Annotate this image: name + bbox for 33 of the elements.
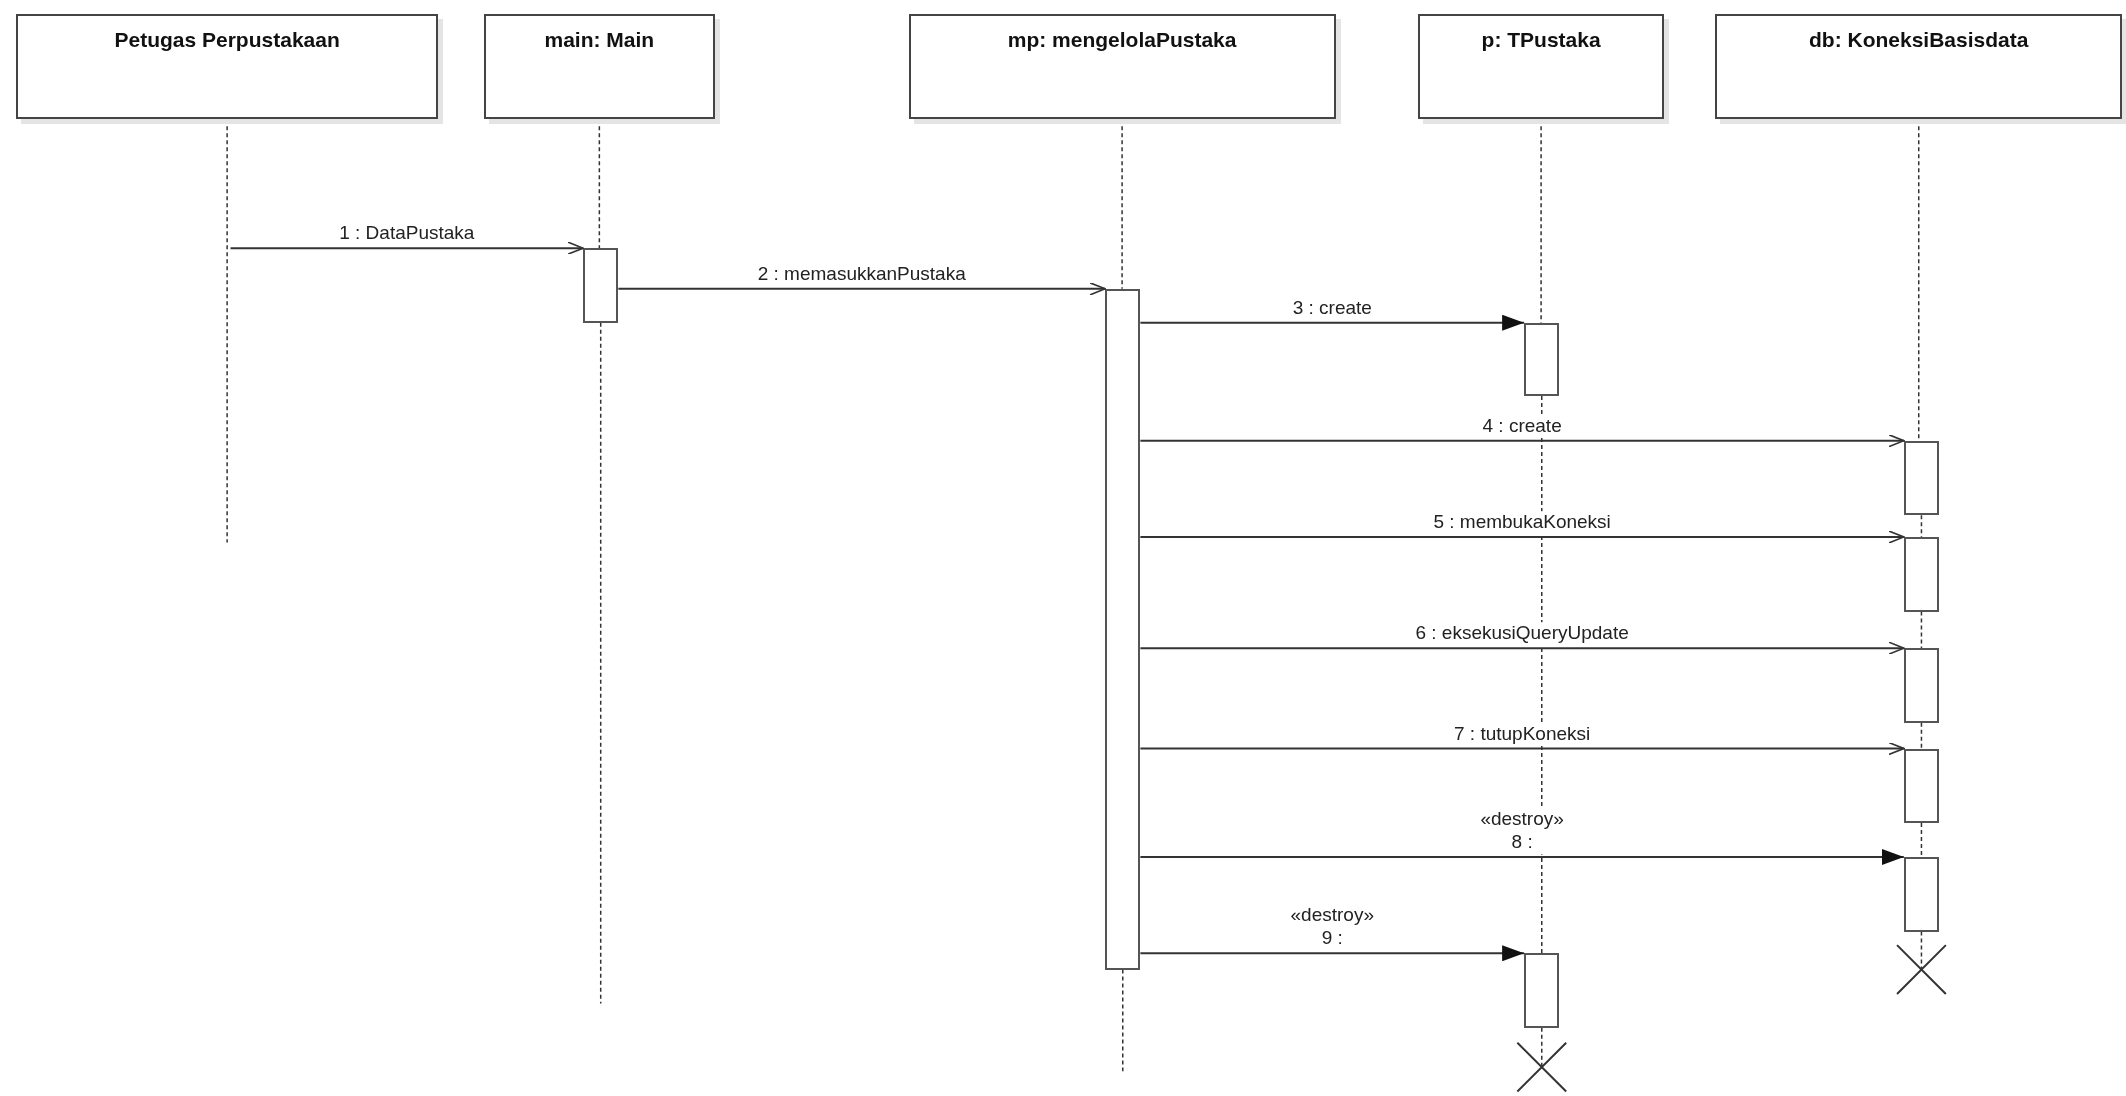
lifeline: [599, 322, 602, 1005]
lifeline: [1920, 722, 1923, 750]
message-arrow: [1139, 530, 1905, 544]
message-label: 6 : eksekusiQueryUpdate: [1413, 622, 1631, 646]
message-arrow: [1139, 314, 1526, 331]
participant-name: p: TPustaka: [1481, 27, 1601, 52]
message-arrow: [1139, 741, 1905, 756]
activation-bar: [1524, 953, 1560, 1028]
activation-bar: [1524, 322, 1560, 396]
message-label: 5 : membukaKoneksi: [1431, 511, 1613, 534]
message-arrow: [1139, 945, 1526, 962]
participant-name: Petugas Perpustakaan: [114, 27, 340, 52]
message-arrow: [1139, 433, 1905, 448]
lifeline: [1541, 1027, 1543, 1068]
message-arrow: [229, 241, 585, 255]
message-label: 4 : create: [1480, 414, 1564, 438]
activation-bar: [1903, 857, 1940, 932]
activation-bar: [1105, 288, 1141, 970]
lifeline: [1122, 968, 1124, 1072]
lifeline: [1920, 930, 1923, 971]
lifeline: [1920, 610, 1923, 649]
activation-bar: [583, 248, 619, 323]
lifeline: [1920, 822, 1923, 858]
message-arrow: [1139, 641, 1905, 655]
message-arrow: [1139, 849, 1905, 865]
activation-bar: [1903, 536, 1940, 612]
message-arrow: [617, 282, 1107, 296]
participant-name: mp: mengelolaPustaka: [1007, 27, 1237, 52]
participant-name: main: Main: [544, 27, 655, 52]
activation-bar: [1903, 440, 1940, 516]
activation-bar: [1903, 748, 1940, 824]
activation-bar: [1903, 648, 1940, 723]
participant-name: db: KoneksiBasisdata: [1809, 27, 2029, 52]
